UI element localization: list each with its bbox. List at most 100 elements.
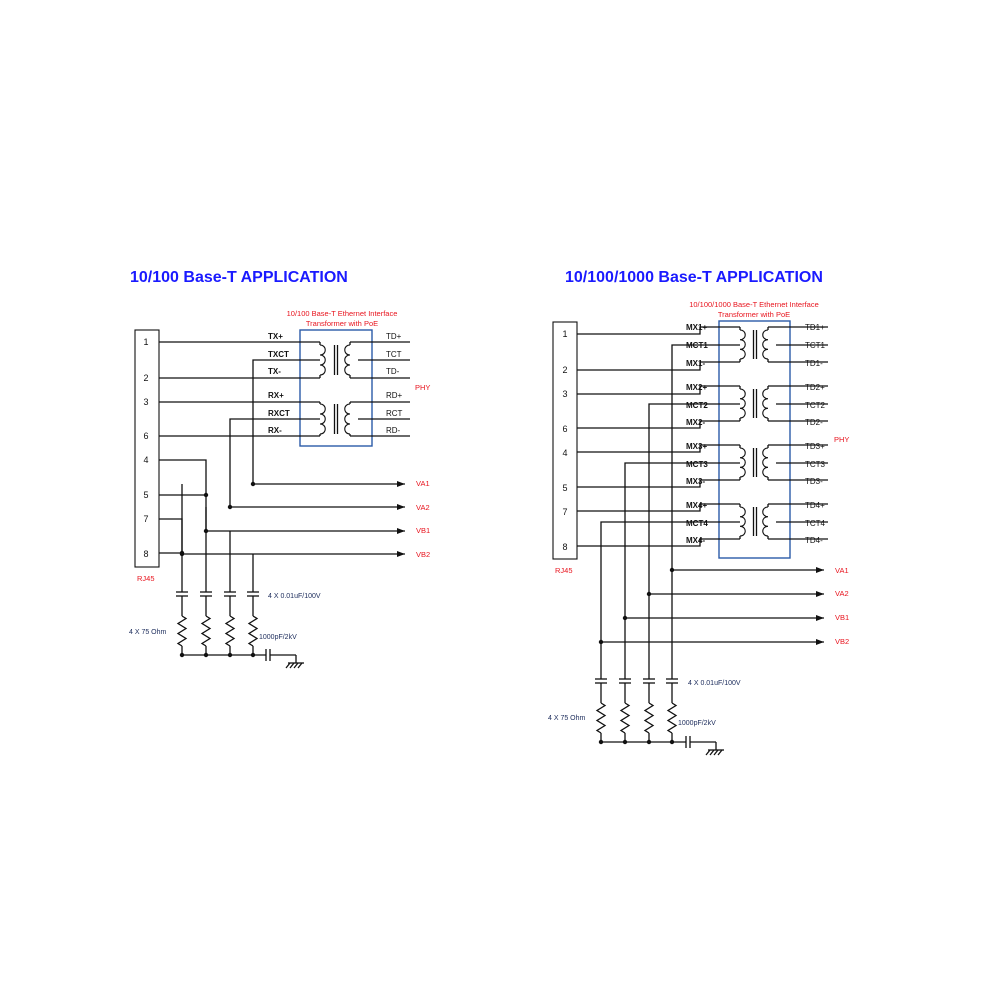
resistor-56 [200,615,212,647]
wire-125 [624,462,740,618]
left-pin-2: 2 [143,373,148,383]
left-phy-label: PHY [415,383,430,392]
wire-13 [252,359,320,484]
arrow-head-151 [816,639,824,645]
wire-99 [577,420,740,429]
transformer-coil-21 [344,403,351,435]
right-sig-right-3: TD2+ [805,383,825,392]
ground-hatch-80 [285,662,291,669]
right-cap-note: 4 X 0.01uF/100V [688,680,741,687]
wire-27 [229,418,320,507]
junction-dot-71 [179,652,185,658]
ground-hatch-187 [709,749,715,756]
arrow-head-145 [816,591,824,597]
resistor-156 [595,702,607,734]
left-pin-7: 7 [143,514,148,524]
resistor-162 [619,702,631,734]
junction-dot-180 [669,739,675,745]
right-pin-3: 3 [562,389,567,399]
left-transformer-title-2: Transformer with PoE [306,319,378,328]
right-sig-right-4: TCT2 [805,401,826,410]
left-rj45-label: RJ45 [137,574,155,583]
right-sig-left-5: MX2- [686,418,705,427]
ground-hatch-81 [289,662,295,669]
arrow-head-148 [816,615,824,621]
wire-112 [577,444,740,453]
ground-hatch-188 [713,749,719,756]
resistor-168 [643,702,655,734]
left-wiring [159,341,410,669]
junction-dot-72 [203,652,209,658]
right-out-va2: VA2 [835,589,849,598]
right-res-note: 4 X 75 Ohm [548,715,586,722]
right-sig-left-3: MX2+ [686,383,707,392]
arrow-head-45 [397,551,405,557]
transformer-coil-130 [739,506,746,537]
right-sig-left-8: MX3- [686,477,705,486]
left-sig-td-minus: TD- [386,367,400,376]
left-title: 10/100 Base-T APPLICATION [130,269,348,286]
left-out-va2: VA2 [416,503,430,512]
right-sig-left-2: MX1- [686,359,705,368]
transformer-coil-102 [739,388,746,419]
right-sig-right-11: TD4- [805,536,823,545]
right-wiring [577,326,828,756]
junction-dot-177 [598,739,604,745]
right-phy-label: PHY [834,435,849,444]
ground-hatch-82 [293,662,299,669]
junction-dot-74 [250,652,256,658]
transformer-coil-88 [739,329,746,360]
wire-127 [577,538,740,547]
right-sig-left-0: MX1+ [686,323,707,332]
right-sig-right-8: TD3- [805,477,823,486]
right-sig-left-10: MCT4 [686,519,708,528]
wire-98 [577,385,740,395]
left-res-note: 4 X 75 Ohm [129,629,167,636]
right-sig-right-2: TD1- [805,359,823,368]
wire-85 [577,361,740,371]
right-sig-left-7: MCT3 [686,460,708,469]
left-pin-3: 3 [143,397,148,407]
right-pin-numbers: 1 2 3 6 4 5 7 8 [562,329,567,552]
wire-97 [671,344,740,570]
transformer-coil-105 [762,388,769,419]
right-sig-right-6: TD3+ [805,442,825,451]
right-sig-right-7: TCT3 [805,460,826,469]
resistor-62 [224,615,236,647]
right-rj45-label: RJ45 [555,566,573,575]
left-sig-tx-plus: TX+ [268,332,283,341]
arrow-head-39 [397,504,405,510]
wire-84 [577,326,740,335]
right-sig-left-6: MX3+ [686,442,707,451]
right-transformer-box [718,320,791,559]
left-out-vb2: VB2 [416,550,430,559]
wire-31 [159,518,183,553]
resistor-50 [176,615,188,647]
junction-dot-179 [646,739,652,745]
left-sig-tx-minus: TX- [268,367,281,376]
right-pin-2: 2 [562,365,567,375]
left-sig-rd-minus: RD- [386,426,401,435]
right-sig-left-4: MCT2 [686,401,708,410]
left-pin-numbers: 1 2 3 6 4 5 7 8 [143,337,148,559]
transformer-coil-4 [319,344,326,376]
left-sig-td-plus: TD+ [386,332,402,341]
left-rj45-connector [134,329,160,568]
right-out-va1: VA1 [835,566,849,575]
right-title: 10/100/1000 Base-T APPLICATION [565,269,823,286]
right-sig-left-11: MX4- [686,536,705,545]
right-sig-right-10: TCT4 [805,519,826,528]
right-pin-1: 1 [562,329,567,339]
right-pin-8: 8 [562,542,567,552]
ground-hatch-83 [297,662,303,669]
left-pin-1: 1 [143,337,148,347]
resistor-68 [247,615,259,647]
transformer-coil-119 [762,447,769,478]
transformer-coil-116 [739,447,746,478]
junction-dot-30 [203,492,209,498]
wire-113 [577,479,740,488]
left-sig-rd-plus: RD+ [386,391,403,400]
right-pin-4: 4 [562,448,567,458]
